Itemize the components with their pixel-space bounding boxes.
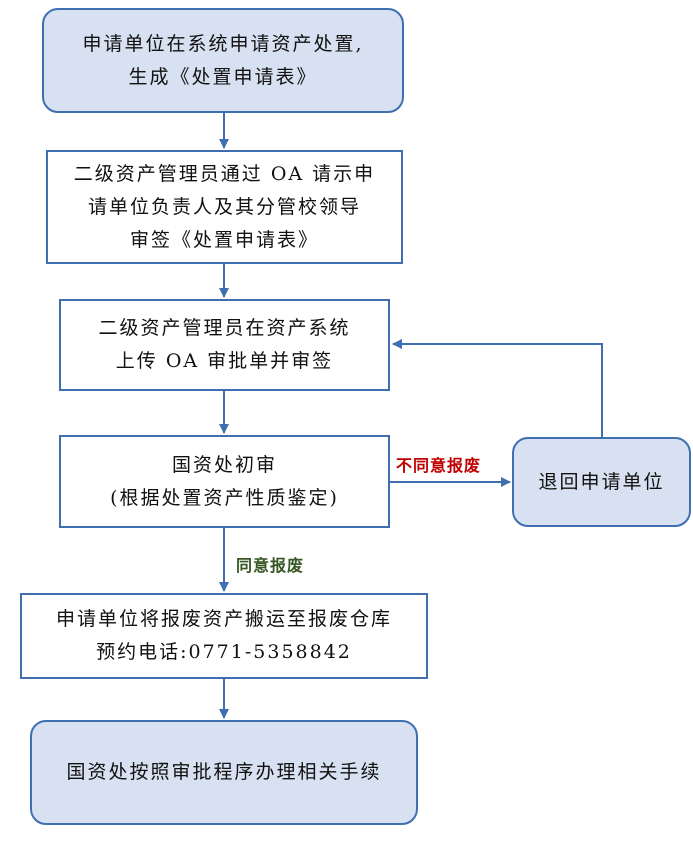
return-line1: 退回申请单位: [538, 470, 665, 493]
final-node: 国资处按照审批程序办理相关手续: [30, 720, 418, 825]
transport-line1: 申请单位将报废资产搬运至报废仓库: [55, 608, 392, 630]
start-line1: 申请单位在系统申请资产处置,: [82, 32, 364, 55]
arrow-return-to-upload: [392, 339, 603, 437]
upload-node: 二级资产管理员在资产系统 上传 OA 审批单并审签: [59, 299, 390, 391]
start-node: 申请单位在系统申请资产处置, 生成《处置申请表》: [42, 8, 404, 113]
initial-review-node: 国资处初审 (根据处置资产性质鉴定): [59, 435, 390, 528]
upload-line2: 上传 OA 审批单并审签: [115, 350, 334, 372]
oa-review-line3: 审签《处置申请表》: [129, 228, 319, 251]
agree-label: 同意报废: [236, 556, 305, 575]
initial-review-line2: (根据处置资产性质鉴定): [110, 486, 339, 509]
return-node: 退回申请单位: [512, 437, 691, 527]
start-line2: 生成《处置申请表》: [128, 65, 318, 88]
oa-review-line1: 二级资产管理员通过 OA 请示申: [73, 162, 376, 185]
transport-line2: 预约电话:0771-5358842: [96, 641, 352, 663]
initial-review-line1: 国资处初审: [171, 453, 277, 476]
oa-review-line2: 请单位负责人及其分管校领导: [87, 195, 361, 218]
final-line1: 国资处按照审批程序办理相关手续: [66, 761, 382, 783]
transport-node: 申请单位将报废资产搬运至报废仓库 预约电话:0771-5358842: [20, 593, 428, 679]
oa-review-node: 二级资产管理员通过 OA 请示申 请单位负责人及其分管校领导 审签《处置申请表》: [46, 150, 403, 264]
upload-line1: 二级资产管理员在资产系统: [98, 317, 351, 339]
disagree-label: 不同意报废: [396, 456, 482, 475]
